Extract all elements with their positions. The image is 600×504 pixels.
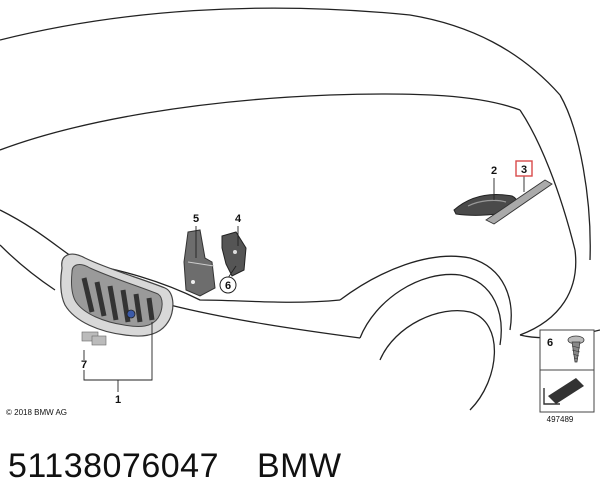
car-body-outline xyxy=(0,7,600,411)
bracket-part-5 xyxy=(183,229,216,297)
copyright-text: © 2018 BMW AG xyxy=(6,408,67,417)
callout-3: 3 xyxy=(521,164,527,176)
drawing-id: 497489 xyxy=(547,415,574,424)
callout-1: 1 xyxy=(115,394,121,406)
brand-name: BMW xyxy=(256,446,342,485)
callout-6: 6 xyxy=(225,280,231,292)
kidney-grille xyxy=(60,253,174,337)
part-number: 51138076047 xyxy=(8,446,219,485)
side-strip-part-3 xyxy=(485,179,553,225)
inset-callout-6: 6 xyxy=(547,337,553,349)
callout-2: 2 xyxy=(491,165,497,177)
parts-diagram: 1 2 3 4 5 6 7 6 497489 © 2018 BMW AG xyxy=(0,7,600,424)
arrow-icon xyxy=(543,378,584,405)
m-badge xyxy=(81,331,107,346)
part-footer: 51138076047 BMW xyxy=(8,438,592,494)
callout-4: 4 xyxy=(235,213,242,225)
screw-icon xyxy=(567,335,585,363)
callout-5: 5 xyxy=(193,213,199,225)
inset-box: 6 xyxy=(539,329,595,413)
bmw-logo-icon xyxy=(126,309,136,319)
callout-6-circle xyxy=(219,276,237,294)
leader-lines xyxy=(83,176,525,392)
callout-3-highlight xyxy=(515,160,533,177)
callout-7: 7 xyxy=(81,359,87,371)
